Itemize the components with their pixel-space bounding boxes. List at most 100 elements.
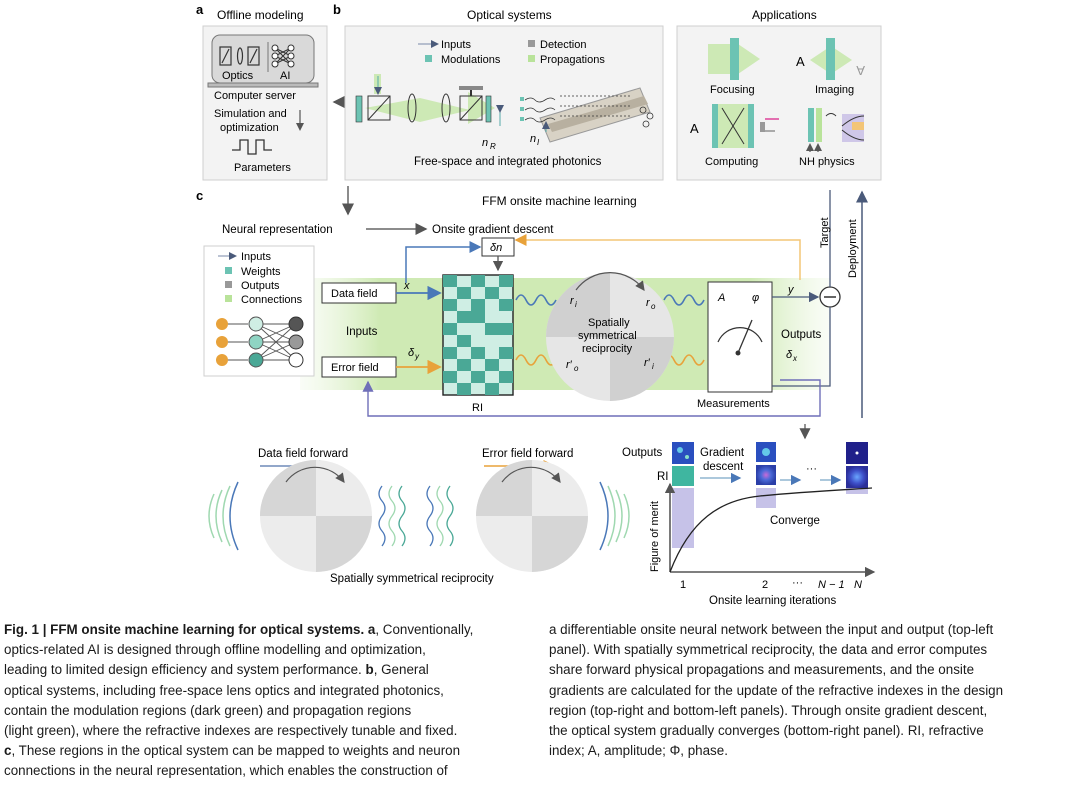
caption-r1: a differentiable onsite neural network b…	[549, 622, 994, 637]
panel-a-title: Offline modeling	[217, 8, 304, 22]
focusing-label: Focusing	[710, 84, 755, 96]
ri-map-1	[672, 466, 694, 486]
outputs-label: Outputs	[781, 329, 822, 341]
data-forward-label: Data field forward	[258, 448, 348, 460]
bottom-left-panel: Data field forward Error field forward	[208, 448, 630, 585]
fom-bar-2	[756, 488, 776, 508]
measurement-box	[707, 281, 773, 393]
output-speck-3	[762, 448, 770, 456]
neural-network-icon	[216, 316, 304, 368]
computing-icon	[712, 104, 779, 148]
spatial-line1: Spatially	[588, 317, 630, 329]
error-return-arrow	[362, 379, 821, 417]
r-i-sub: i	[575, 300, 577, 309]
y-axis-label: Figure of merit	[649, 501, 661, 572]
ellipsis-top: ···	[806, 463, 817, 475]
gd-line2: descent	[703, 461, 744, 473]
nh-physics-label: NH physics	[799, 156, 855, 168]
middle-waves	[378, 485, 454, 547]
server-label: Computer server	[214, 90, 296, 102]
c-legend-weights: Weights	[241, 266, 281, 278]
computing-letter: A	[690, 121, 699, 136]
nr-sub: R	[490, 142, 496, 151]
tick-1: 1	[680, 579, 686, 591]
r-o: r	[646, 297, 651, 309]
r-o-prime-sub: o	[574, 364, 579, 373]
target-return-arrow	[514, 234, 801, 280]
inputs-label: Inputs	[346, 326, 378, 338]
r-o-prime: r′	[566, 359, 573, 371]
nh-physics-icon	[806, 108, 865, 152]
ni-label: n	[530, 133, 536, 145]
sim-line1: Simulation and	[214, 108, 287, 120]
meter-icon	[717, 319, 763, 356]
computing-label: Computing	[705, 156, 758, 168]
panel-letter-b: b	[333, 2, 341, 17]
caption-right: a differentiable onsite neural network b…	[549, 620, 1077, 761]
error-wave-in	[515, 354, 557, 366]
imaging-letter: A	[796, 54, 805, 69]
legend-prop-swatch	[528, 55, 535, 62]
caption-l4: optical systems, including free-space le…	[4, 682, 444, 698]
c-legend-outputs-swatch	[225, 281, 232, 288]
panel-c: c FFM onsite machine learning Neural rep…	[196, 188, 868, 440]
data-wave-out	[663, 294, 705, 306]
caption-r4: gradients are calculated for the update …	[549, 682, 1004, 698]
ri-map-2	[756, 465, 776, 485]
r-i: r	[570, 295, 575, 307]
caption-l3-pre: leading to limited design efficiency and…	[4, 662, 362, 678]
neural-rep-label: Neural representation	[222, 224, 333, 236]
reciprocity-circle-left	[260, 460, 372, 572]
panel-c-title: FFM onsite machine learning	[482, 194, 637, 208]
onsite-gd-label: Onsite gradient descent	[432, 224, 554, 236]
ri-map-3	[846, 466, 868, 488]
caption-l2: optics-related AI is designed through of…	[4, 642, 426, 658]
ai-label: AI	[280, 70, 290, 82]
fom-curve	[669, 487, 873, 573]
caption-l6: (light green), where the refractive inde…	[4, 723, 458, 739]
panel-letter-c: c	[196, 188, 203, 203]
gd-line1: Gradient	[700, 447, 745, 459]
panel-letter-a: a	[196, 2, 204, 17]
panel-b: b Optical systems Inputs Modulations Det…	[333, 2, 664, 181]
r-i-prime-sub: i	[652, 362, 654, 371]
delta-x: δ	[786, 349, 793, 361]
parameters-waveform	[232, 139, 272, 155]
convergence-plot: Outputs RI Gradient descent ··· Converge…	[622, 442, 876, 607]
optics-label: Optics	[222, 70, 254, 82]
y-label: y	[787, 284, 795, 296]
amp-label: A	[717, 292, 725, 304]
focusing-icon	[708, 38, 760, 80]
ni-sub: I	[537, 138, 540, 147]
panel-a: a Offline modeling Optics AI Computer se…	[196, 2, 354, 216]
x-label: x	[403, 280, 410, 292]
caption-left: Fig. 1 | FFM onsite machine learning for…	[4, 620, 524, 782]
caption-l3-post: , General	[373, 662, 429, 678]
caption-l7: , These regions in the optical system ca…	[11, 743, 461, 759]
minus-to-error-line	[772, 307, 831, 387]
caption-l1: , Conventionally,	[375, 622, 474, 637]
fom-bar-3	[846, 488, 868, 494]
panel-b-title: Optical systems	[467, 8, 552, 22]
c-legend-weights-swatch	[225, 267, 232, 274]
spatial-line2: symmetrical	[578, 330, 637, 342]
c-legend-connections: Connections	[241, 294, 303, 306]
reciprocity-circle	[546, 272, 674, 401]
server-base	[207, 82, 319, 88]
r-i-prime: r′	[644, 357, 651, 369]
c-legend-conn-swatch	[225, 295, 232, 302]
tick-n: N	[854, 579, 862, 591]
free-space-optics-icon	[355, 74, 504, 126]
c-legend-outputs: Outputs	[241, 280, 280, 292]
imaging-flipped-letter: A	[856, 63, 865, 78]
target-label: Target	[819, 217, 831, 248]
legend-inputs: Inputs	[441, 39, 471, 51]
integrated-photonics-icon	[520, 87, 654, 143]
outputs-row-label: Outputs	[622, 447, 663, 459]
legend-det-swatch	[528, 40, 535, 47]
measurements-label: Measurements	[697, 398, 770, 410]
caption-r7: index; A, amplitude; Φ, phase.	[549, 743, 728, 759]
caption-r3: share forward physical propagations and …	[549, 662, 975, 678]
params-label: Parameters	[234, 162, 291, 174]
caption-letter-b: b	[365, 662, 374, 678]
